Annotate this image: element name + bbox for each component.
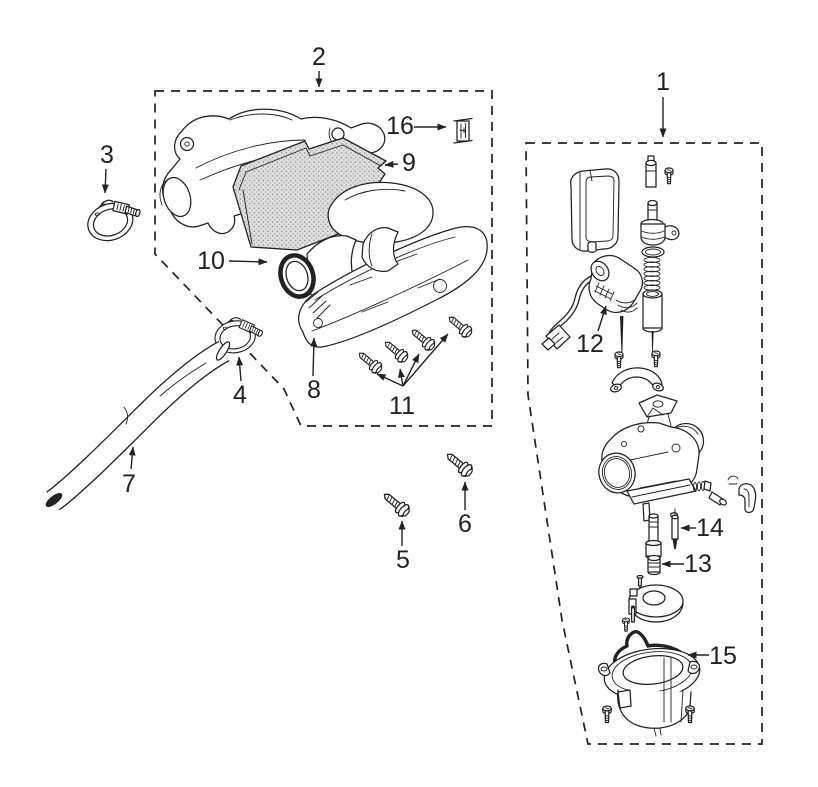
callout-5: 5 [396, 546, 410, 574]
callout-10: 10 [197, 247, 225, 275]
main-jet [647, 554, 661, 576]
slide-spring [643, 256, 661, 291]
callout-12: 12 [576, 330, 604, 358]
callout-2: 2 [312, 43, 326, 71]
callout-7-arrow [128, 446, 136, 470]
hose-clamp-large [80, 195, 145, 249]
mount-screw-6 [442, 448, 476, 480]
retainer-clip [453, 117, 473, 144]
callout-9-arrow [384, 160, 399, 168]
cover-screw [664, 167, 674, 185]
callout-7: 7 [122, 470, 136, 498]
callout-4-arrow [236, 356, 244, 382]
callout-9: 9 [402, 149, 416, 177]
callout-10-arrow [228, 258, 268, 266]
carb-top-cover [569, 168, 620, 253]
slide-o-ring [641, 246, 665, 258]
callout-1: 1 [656, 68, 670, 96]
callout-3: 3 [100, 141, 114, 169]
callout-16: 16 [386, 112, 414, 140]
carburetor-group-outline [525, 142, 763, 745]
callout-14: 14 [696, 514, 724, 542]
throttle-slide [642, 289, 663, 352]
choke-screws [614, 350, 661, 369]
callout-13: 13 [684, 550, 712, 578]
bowl-pin-screw [622, 617, 630, 632]
float-needle [636, 574, 644, 591]
callout-4: 4 [233, 381, 247, 409]
intake-hose [45, 340, 231, 511]
callout-12-arrow [597, 305, 607, 332]
callout-15: 15 [709, 642, 737, 670]
float-bowl [597, 647, 701, 737]
carburetor-body [598, 394, 757, 522]
cable-adjuster-pin [645, 155, 657, 188]
electric-choke [541, 254, 644, 352]
callout-3-arrow [101, 168, 109, 194]
needle-jet [671, 508, 679, 549]
airbox-lower-shell [298, 226, 488, 348]
callout-8: 8 [307, 376, 321, 404]
throttle-arm-assembly [640, 199, 680, 246]
choke-bracket [610, 367, 664, 393]
emulsion-tube [645, 513, 662, 560]
callouts: 1 2 3 4 5 6 7 8 9 10 11 12 13 14 [100, 43, 737, 670]
airbox-group-outline [154, 90, 493, 427]
callout-6: 6 [458, 510, 472, 538]
float [628, 584, 684, 623]
callout-8-arrow [310, 337, 318, 377]
mount-screw-5 [379, 488, 413, 520]
callout-11-arrows [376, 333, 449, 387]
callout-11: 11 [389, 392, 415, 420]
